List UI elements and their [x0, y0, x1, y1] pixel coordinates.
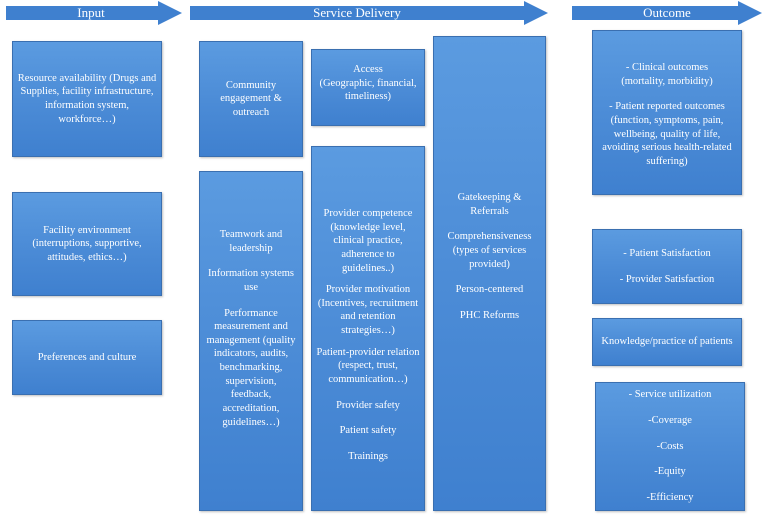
- knowledge-practice-box: Knowledge/practice of patients: [592, 318, 742, 366]
- comprehensiveness-text: Comprehensiveness (types of services pro…: [447, 231, 532, 270]
- outcome-header-label: Outcome: [643, 5, 691, 20]
- service-delivery-header-arrow: Service Delivery: [190, 1, 548, 25]
- input-header-label: Input: [77, 5, 105, 20]
- knowledge-practice-text: Knowledge/practice of patients: [601, 336, 733, 348]
- efficiency-text: -Efficiency: [646, 491, 694, 503]
- patient-provider-relation-text: Patient-provider relation (respect, trus…: [316, 346, 420, 386]
- service-utilization-text: - Service utilization: [628, 389, 712, 401]
- preferences-culture-box: Preferences and culture: [12, 320, 162, 395]
- clinical-outcomes-text: - Clinical outcomes (mortality, morbidit…: [621, 62, 713, 87]
- arrow-shape: [6, 1, 182, 25]
- gatekeeping-box: Gatekeeping & Referrals Comprehensivenes…: [433, 36, 546, 511]
- community-engagement-box: Community engagement & outreach: [199, 41, 303, 157]
- teamwork-info-performance-box: Teamwork and leadership Information syst…: [199, 171, 303, 511]
- performance-management-text: Performance measurement and management (…: [206, 307, 296, 428]
- costs-text: -Costs: [656, 440, 684, 452]
- coverage-text: -Coverage: [648, 415, 692, 427]
- patient-reported-outcomes-text: - Patient reported outcomes (function, s…: [602, 101, 732, 167]
- trainings-text: Trainings: [348, 450, 388, 462]
- gatekeeping-text: Gatekeeping & Referrals: [457, 192, 522, 217]
- provider-patient-box: Provider competence (knowledge level, cl…: [311, 146, 425, 511]
- satisfaction-box: - Patient Satisfaction - Provider Satisf…: [592, 229, 742, 304]
- facility-environment-text: Facility environment (interruptions, sup…: [32, 224, 142, 263]
- outcome-header-arrow: Outcome: [572, 1, 762, 25]
- arrow-shape: [572, 1, 762, 25]
- teamwork-text: Teamwork and leadership: [219, 229, 283, 254]
- preferences-culture-text: Preferences and culture: [37, 351, 137, 363]
- resource-availability-text: Resource availability (Drugs and Supplie…: [17, 72, 157, 125]
- community-engagement-text: Community engagement & outreach: [220, 79, 282, 118]
- arrow-shape: [190, 1, 548, 25]
- phc-reforms-text: PHC Reforms: [459, 309, 520, 321]
- provider-safety-text: Provider safety: [336, 399, 400, 411]
- information-systems-text: Information systems use: [207, 268, 295, 293]
- access-title: Access: [353, 64, 383, 75]
- access-box: Access (Geographic, financial, timelines…: [311, 49, 425, 126]
- equity-text: -Equity: [654, 466, 686, 478]
- service-delivery-header-label: Service Delivery: [313, 5, 401, 20]
- provider-motivation-text: Provider motivation (Incentives, recruit…: [317, 284, 419, 337]
- person-centered-text: Person-centered: [455, 284, 524, 296]
- input-header-arrow: Input: [6, 1, 182, 25]
- patient-satisfaction-text: - Patient Satisfaction: [623, 247, 711, 259]
- facility-environment-box: Facility environment (interruptions, sup…: [12, 192, 162, 296]
- patient-safety-text: Patient safety: [339, 425, 397, 437]
- provider-competence-text: Provider competence (knowledge level, cl…: [323, 208, 413, 274]
- provider-satisfaction-text: - Provider Satisfaction: [619, 273, 715, 285]
- resource-availability-box: Resource availability (Drugs and Supplie…: [12, 41, 162, 157]
- service-utilization-box: - Service utilization -Coverage -Costs -…: [595, 382, 745, 511]
- clinical-outcomes-box: - Clinical outcomes (mortality, morbidit…: [592, 30, 742, 195]
- access-detail: (Geographic, financial, timeliness): [319, 77, 417, 103]
